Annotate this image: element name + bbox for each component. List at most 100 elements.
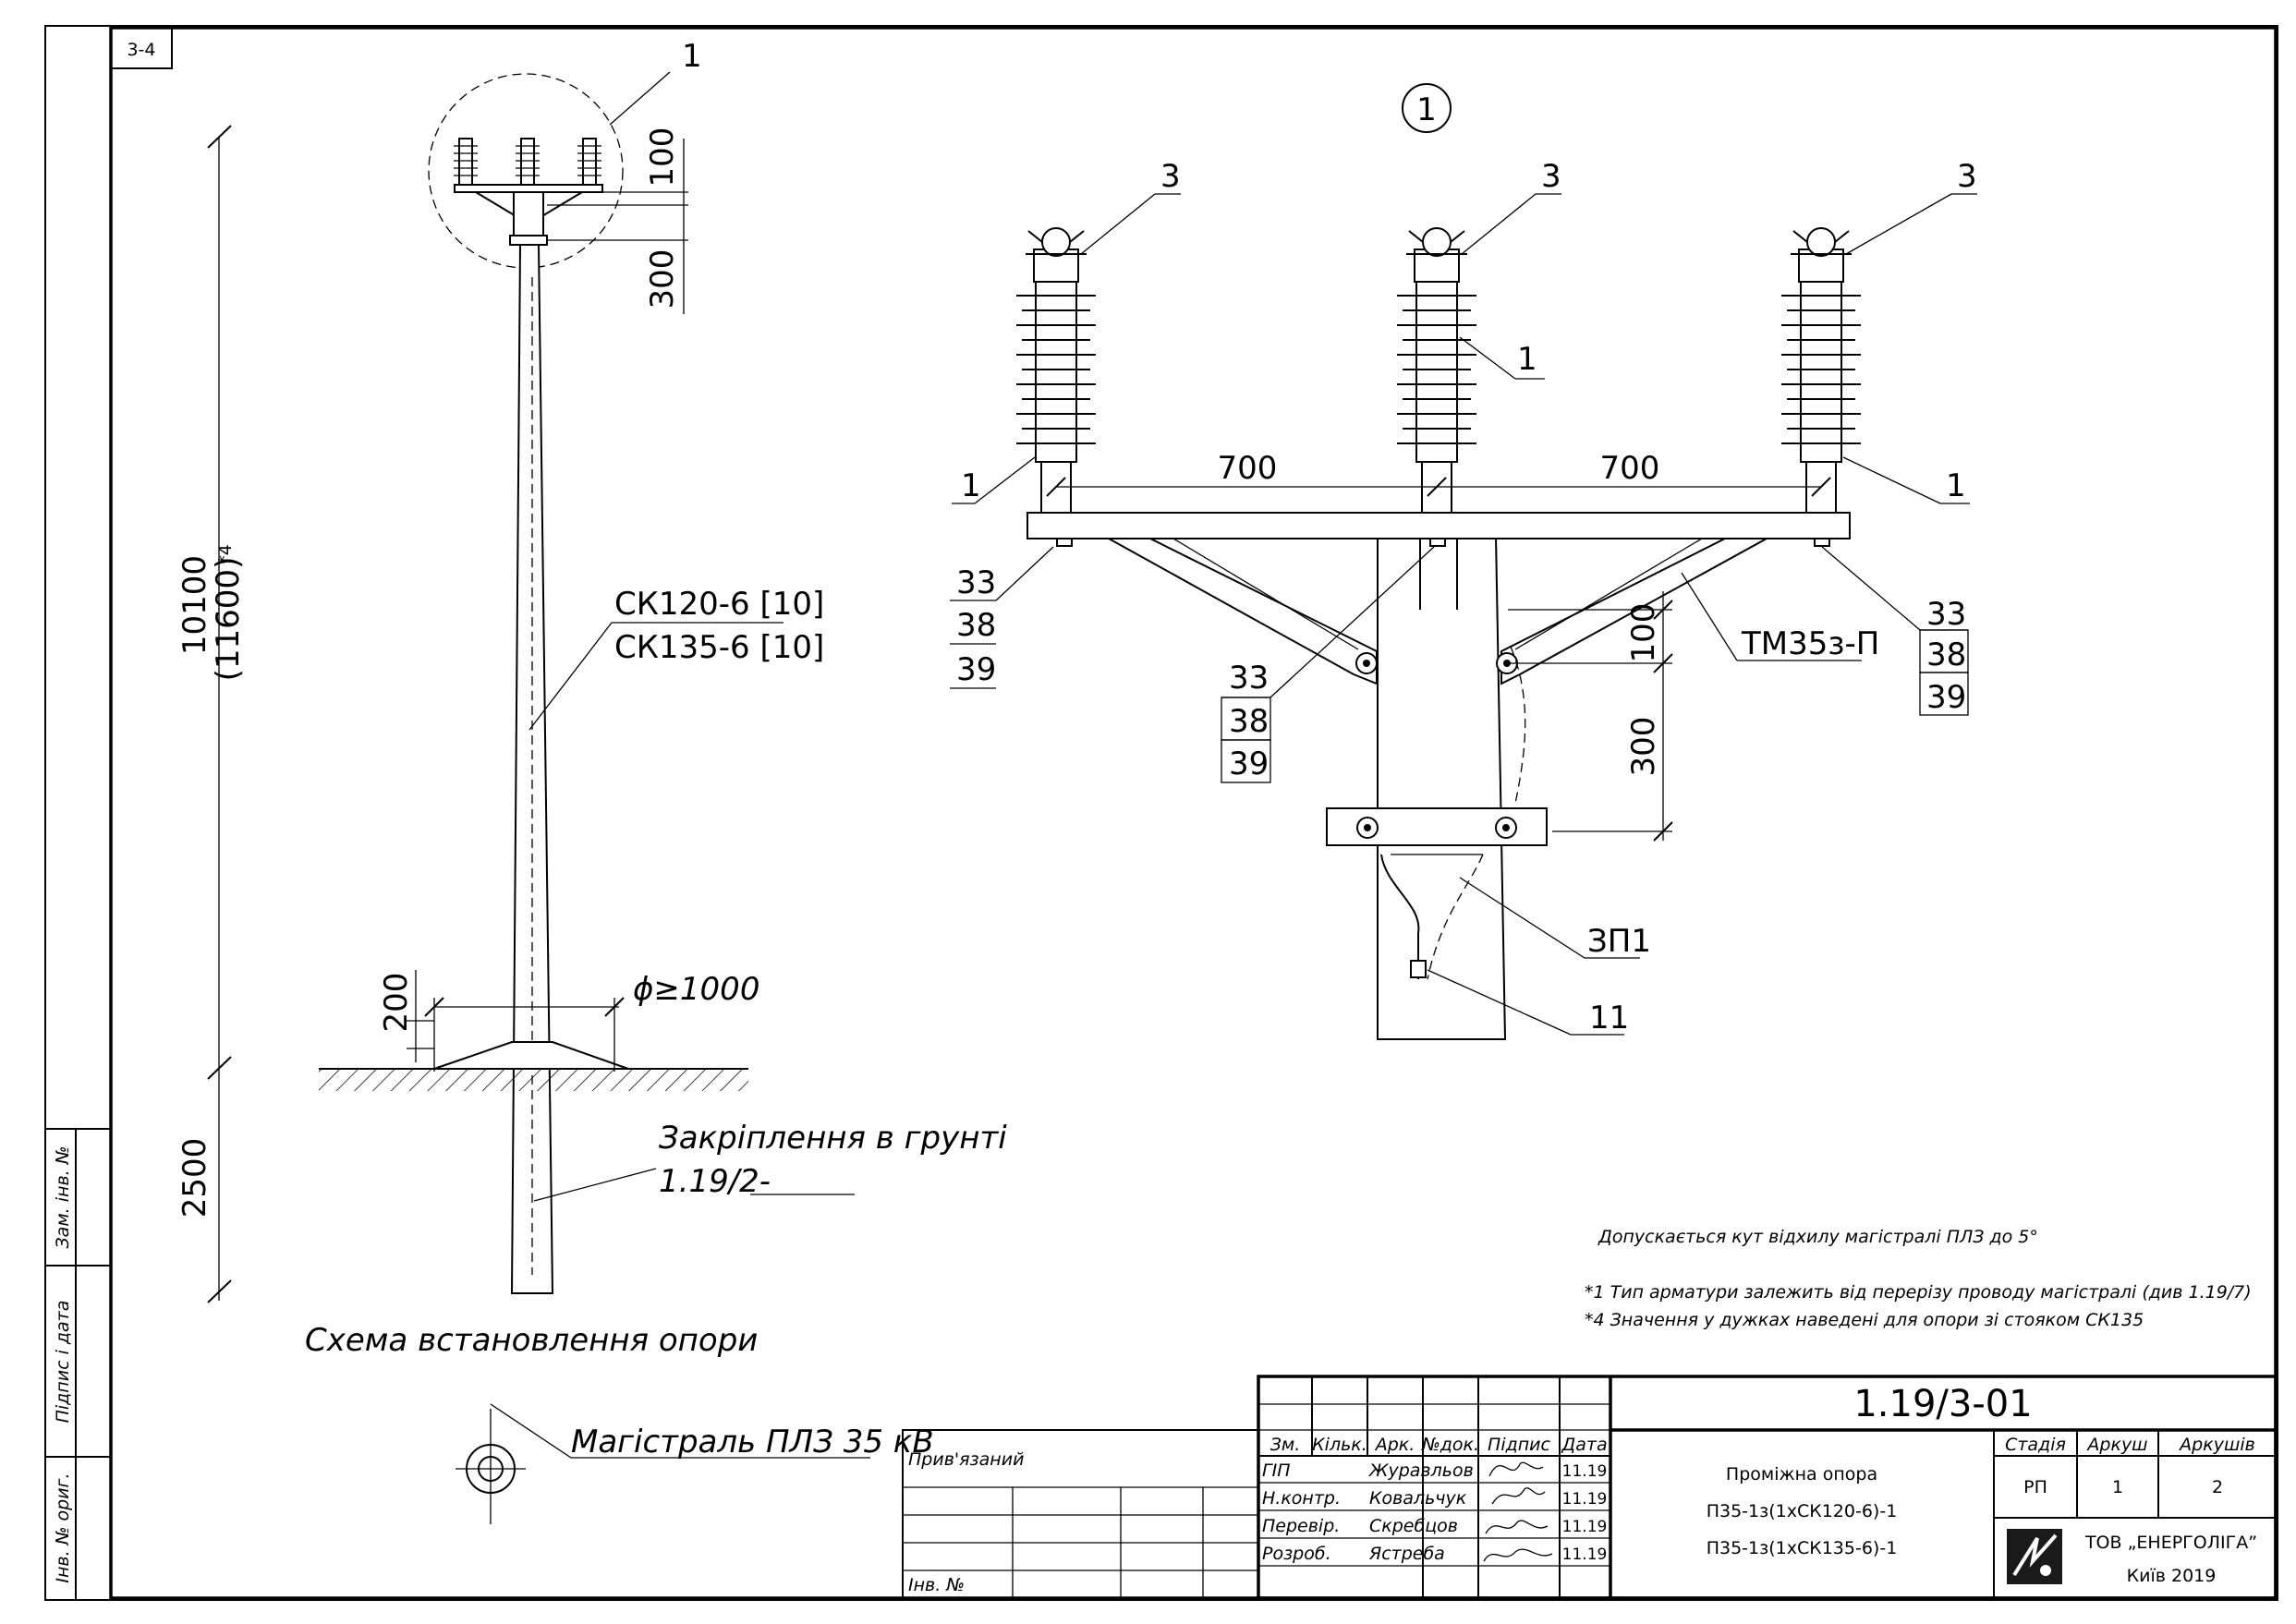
crossarm-beam bbox=[1027, 512, 1851, 539]
ref-38-left: 38 bbox=[956, 607, 996, 644]
pos-1-left: 1 bbox=[961, 467, 981, 504]
corner-tag: 3-4 bbox=[127, 40, 155, 60]
role-nkontr: Н.контр. bbox=[1262, 1488, 1341, 1509]
title-block: Прив'язаний Інв. № Зм. Кільк. Арк. №док.… bbox=[902, 1375, 2278, 1600]
insulator-right bbox=[1781, 227, 1861, 514]
pole-type-1: СК120-6 [10] bbox=[614, 586, 824, 623]
pos-11: 11 bbox=[1589, 1000, 1629, 1036]
detail-1: 1 bbox=[950, 83, 1977, 1040]
signatures bbox=[1483, 1461, 1553, 1562]
mainline-label: Магістраль ПЛЗ 35 кВ bbox=[571, 1424, 934, 1460]
detail-pole bbox=[1377, 535, 1507, 1040]
role-gip: ГІП bbox=[1262, 1460, 1290, 1481]
name-rozrob: Ястреба bbox=[1368, 1544, 1445, 1564]
inv-no-label: Інв. № bbox=[908, 1575, 965, 1595]
desc-2: П35-1з(1хСК120-6)-1 bbox=[1707, 1501, 1898, 1521]
ref-38-center: 38 bbox=[1229, 703, 1269, 740]
sheets-value: 2 bbox=[2212, 1477, 2223, 1497]
ref-group-right: 33 38 39 bbox=[1919, 596, 1969, 716]
inner-frame bbox=[109, 26, 2278, 1600]
pryvyazanyi-label: Прив'язаний bbox=[908, 1449, 1024, 1470]
note-deviation: Допускається кут відхилу магістралі ПЛЗ … bbox=[1597, 1227, 2038, 1247]
ground-conductor-label: ЗП1 bbox=[1587, 923, 1651, 960]
callout-main: 1 bbox=[682, 38, 702, 75]
hdr-ark: Арк. bbox=[1374, 1435, 1415, 1455]
ref-33-center: 33 bbox=[1229, 660, 1269, 697]
sheet-header: Аркуш bbox=[2085, 1435, 2147, 1455]
hdr-kilk: Кільк. bbox=[1312, 1435, 1367, 1455]
ref-39-right: 39 bbox=[1926, 679, 1966, 716]
sheet-value: 1 bbox=[2112, 1477, 2123, 1497]
hdr-pidpys: Підпис bbox=[1488, 1435, 1550, 1455]
corner-tag-box bbox=[110, 27, 173, 69]
hdr-data: Дата bbox=[1561, 1435, 1607, 1455]
dim-100: 100 bbox=[1625, 603, 1662, 663]
pole-type-2: СК135-6 [10] bbox=[614, 629, 824, 666]
role-perevir: Перевір. bbox=[1262, 1516, 1340, 1536]
detail-title-circle bbox=[1402, 83, 1452, 133]
hdr-zm: Зм. bbox=[1270, 1435, 1301, 1455]
outer-border bbox=[44, 25, 2278, 1601]
side-zam-label: Зам. інв. № bbox=[53, 1146, 73, 1249]
company-name: ТОВ „ЕНЕРГОЛІГА” bbox=[2084, 1533, 2257, 1553]
diameter-label: ϕ≥1000 bbox=[633, 971, 759, 1008]
stage-header: Стадія bbox=[2005, 1435, 2066, 1455]
date-nkontr: 11.19 bbox=[1562, 1490, 1608, 1509]
side-inv-label: Інв. № ориг. bbox=[53, 1473, 73, 1582]
name-gip: Журавльов bbox=[1368, 1460, 1474, 1481]
ground-mound bbox=[433, 1041, 629, 1070]
span-right: 700 bbox=[1600, 450, 1660, 487]
hdr-ndok: №док. bbox=[1421, 1435, 1479, 1455]
note-1: *1 Тип арматури залежить від перерізу пр… bbox=[1585, 1282, 2252, 1303]
date-rozrob: 11.19 bbox=[1562, 1545, 1608, 1564]
detail-title: 1 bbox=[1416, 91, 1437, 128]
embed-depth: 2500 bbox=[176, 1138, 213, 1218]
doc-code: 1.19/3-01 bbox=[1853, 1383, 2032, 1425]
desc-3: П35-1з(1хСК135-6)-1 bbox=[1707, 1538, 1898, 1558]
insulator-left bbox=[1016, 227, 1096, 514]
pole-scheme: 1 100 300 bbox=[176, 38, 1007, 1524]
name-nkontr: Ковальчук bbox=[1369, 1488, 1467, 1509]
sheets-header: Аркушів bbox=[2178, 1435, 2255, 1455]
stage-value: РП bbox=[2023, 1477, 2047, 1497]
pos-1-right: 1 bbox=[1946, 467, 1966, 504]
pos-3-right: 3 bbox=[1957, 158, 1977, 195]
scheme-caption: Схема встановлення опори bbox=[305, 1322, 758, 1359]
crossarm-label: ТМ35з-П bbox=[1741, 625, 1879, 662]
ref-33-left: 33 bbox=[956, 564, 996, 601]
dim-top-100: 100 bbox=[644, 127, 681, 188]
ref-39-center: 39 bbox=[1229, 745, 1269, 782]
desc-1: Проміжна опора bbox=[1726, 1464, 1877, 1485]
side-stamp: Зам. інв. № Підпис і дата Інв. № ориг. bbox=[44, 1128, 112, 1601]
dim-200: 200 bbox=[378, 973, 415, 1033]
pos-1-center: 1 bbox=[1517, 341, 1537, 378]
ref-group-center: 33 38 39 bbox=[1221, 660, 1271, 783]
role-rozrob: Розроб. bbox=[1262, 1544, 1331, 1564]
bolts bbox=[1056, 538, 1830, 674]
side-pidpys-label: Підпис і дата bbox=[53, 1301, 73, 1424]
mini-insulators bbox=[454, 138, 603, 246]
dim-top-300: 300 bbox=[644, 249, 681, 309]
height-note-mark: *4 bbox=[215, 544, 236, 564]
ref-39-left: 39 bbox=[956, 651, 996, 688]
height-alt: (11600) bbox=[210, 557, 247, 682]
notes: Допускається кут відхилу магістралі ПЛЗ … bbox=[1585, 1227, 2252, 1330]
ground-fixing-ref: 1.19/2- bbox=[659, 1163, 771, 1200]
height-main: 10100 bbox=[176, 555, 213, 655]
note-4: *4 Значення у дужках наведені для опори … bbox=[1585, 1310, 2144, 1330]
date-gip: 11.19 bbox=[1562, 1462, 1608, 1481]
date-perevir: 11.19 bbox=[1562, 1518, 1608, 1536]
dim-300: 300 bbox=[1625, 717, 1662, 777]
name-perevir: Скребцов bbox=[1369, 1516, 1458, 1536]
ground-fixing-label: Закріплення в грунті bbox=[659, 1120, 1007, 1157]
insulator-center bbox=[1397, 227, 1476, 514]
pos-3-left: 3 bbox=[1160, 158, 1181, 195]
company-city: Київ 2019 bbox=[2127, 1566, 2217, 1586]
pos-3-center: 3 bbox=[1541, 158, 1561, 195]
company-logo bbox=[2007, 1529, 2062, 1584]
ref-group-left: 33 38 39 bbox=[950, 564, 996, 689]
ref-33-right: 33 bbox=[1926, 596, 1966, 633]
ground-conductor bbox=[1380, 854, 1420, 979]
span-left: 700 bbox=[1218, 450, 1278, 487]
